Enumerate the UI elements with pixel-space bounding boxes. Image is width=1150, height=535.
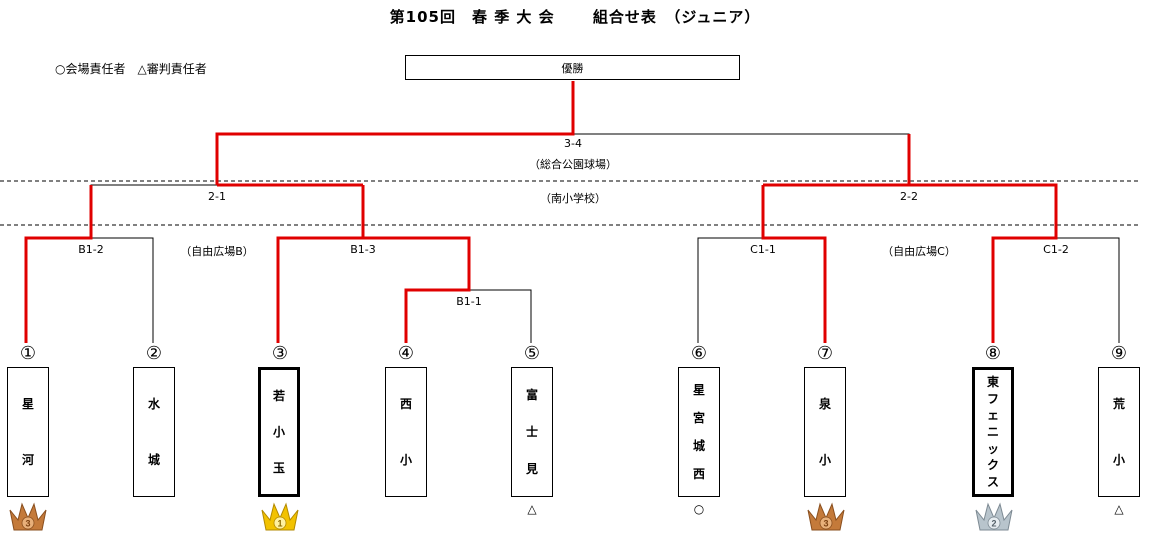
team-char: 荒 [1112,397,1125,411]
team-char: 星 [692,383,705,397]
team-char: フ [986,391,999,406]
team-box-2: 水 城 [133,367,175,497]
team-char: 小 [399,453,412,467]
match-semi-venue: （南小学校） [540,192,606,205]
team-char: 小 [1112,453,1125,467]
legend: ○会場責任者 △審判責任者 [55,62,207,76]
team-number-7: ⑦ [816,343,834,364]
match-final-code: 3-4 [564,137,582,150]
team-char: ニ [986,424,999,439]
team-number-8: ⑧ [984,343,1002,364]
bracket-lines-red [24,81,1058,343]
team-char: ェ [986,408,999,423]
team-char: 若 [272,389,285,403]
match-final-venue: （総合公園球場） [529,158,617,171]
match-c12: C1-2 [1043,243,1069,256]
team-number-1: ① [19,343,37,364]
venue-b: （自由広場B） [180,245,254,258]
team-box-9: 荒 小 [1098,367,1140,497]
team-char: 士 [525,424,538,439]
crown-icon-bronze: 3 [9,502,47,531]
crown-icon-bronze: 3 [807,502,845,531]
team-char: 小 [272,425,285,439]
crown-rank: 1 [277,519,282,529]
team-char: 宮 [692,411,705,425]
team-box-3: 若 小 玉 [258,367,300,497]
venue-mark-6: ○ [693,502,705,516]
team-number-4: ④ [397,343,415,364]
crown-icon-silver: 2 [975,502,1013,531]
team-char: 見 [525,462,538,477]
team-number-5: ⑤ [523,343,541,364]
team-char: ス [986,474,999,489]
match-c11: C1-1 [750,243,776,256]
match-semi-right: 2-2 [900,190,918,203]
team-char: ッ [986,441,999,456]
team-char: 城 [147,453,160,467]
referee-mark-9: △ [1114,502,1124,516]
match-b13: B1-3 [350,243,376,256]
team-number-2: ② [145,343,163,364]
team-char: 小 [818,453,831,467]
team-number-6: ⑥ [690,343,708,364]
team-char: 西 [692,467,705,481]
match-semi-left: 2-1 [208,190,226,203]
team-char: 泉 [818,397,831,411]
champion-box: 優勝 [405,55,740,80]
venue-c: （自由広場C） [882,245,956,258]
team-box-6: 星 宮 城 西 [678,367,720,497]
team-char: 星 [21,397,34,411]
referee-mark-5: △ [527,502,537,516]
crown-icon-gold: 1 [261,502,299,531]
team-char: ク [986,458,999,473]
team-box-4: 西 小 [385,367,427,497]
team-number-9: ⑨ [1110,343,1128,364]
team-char: 水 [147,397,160,411]
team-number-3: ③ [271,343,289,364]
crown-rank: 2 [991,519,996,529]
team-char: 富 [525,387,538,402]
match-b12: B1-2 [78,243,104,256]
crown-rank: 3 [25,519,30,529]
page-title: 第105回 春 季 大 会 組合せ表 （ジュニア） [389,8,761,26]
team-char: 西 [399,397,412,411]
team-box-8: 東 フ ェ ニ ッ ク ス [972,367,1014,497]
team-box-5: 富 士 見 [511,367,553,497]
champion-label: 優勝 [561,61,584,75]
team-char: 河 [21,453,34,467]
team-box-7: 泉 小 [804,367,846,497]
crown-rank: 3 [823,519,828,529]
team-char: 城 [692,439,705,453]
team-char: 東 [986,375,999,390]
team-char: 玉 [272,461,285,475]
match-b11: B1-1 [456,295,482,308]
team-box-1: 星 河 [7,367,49,497]
